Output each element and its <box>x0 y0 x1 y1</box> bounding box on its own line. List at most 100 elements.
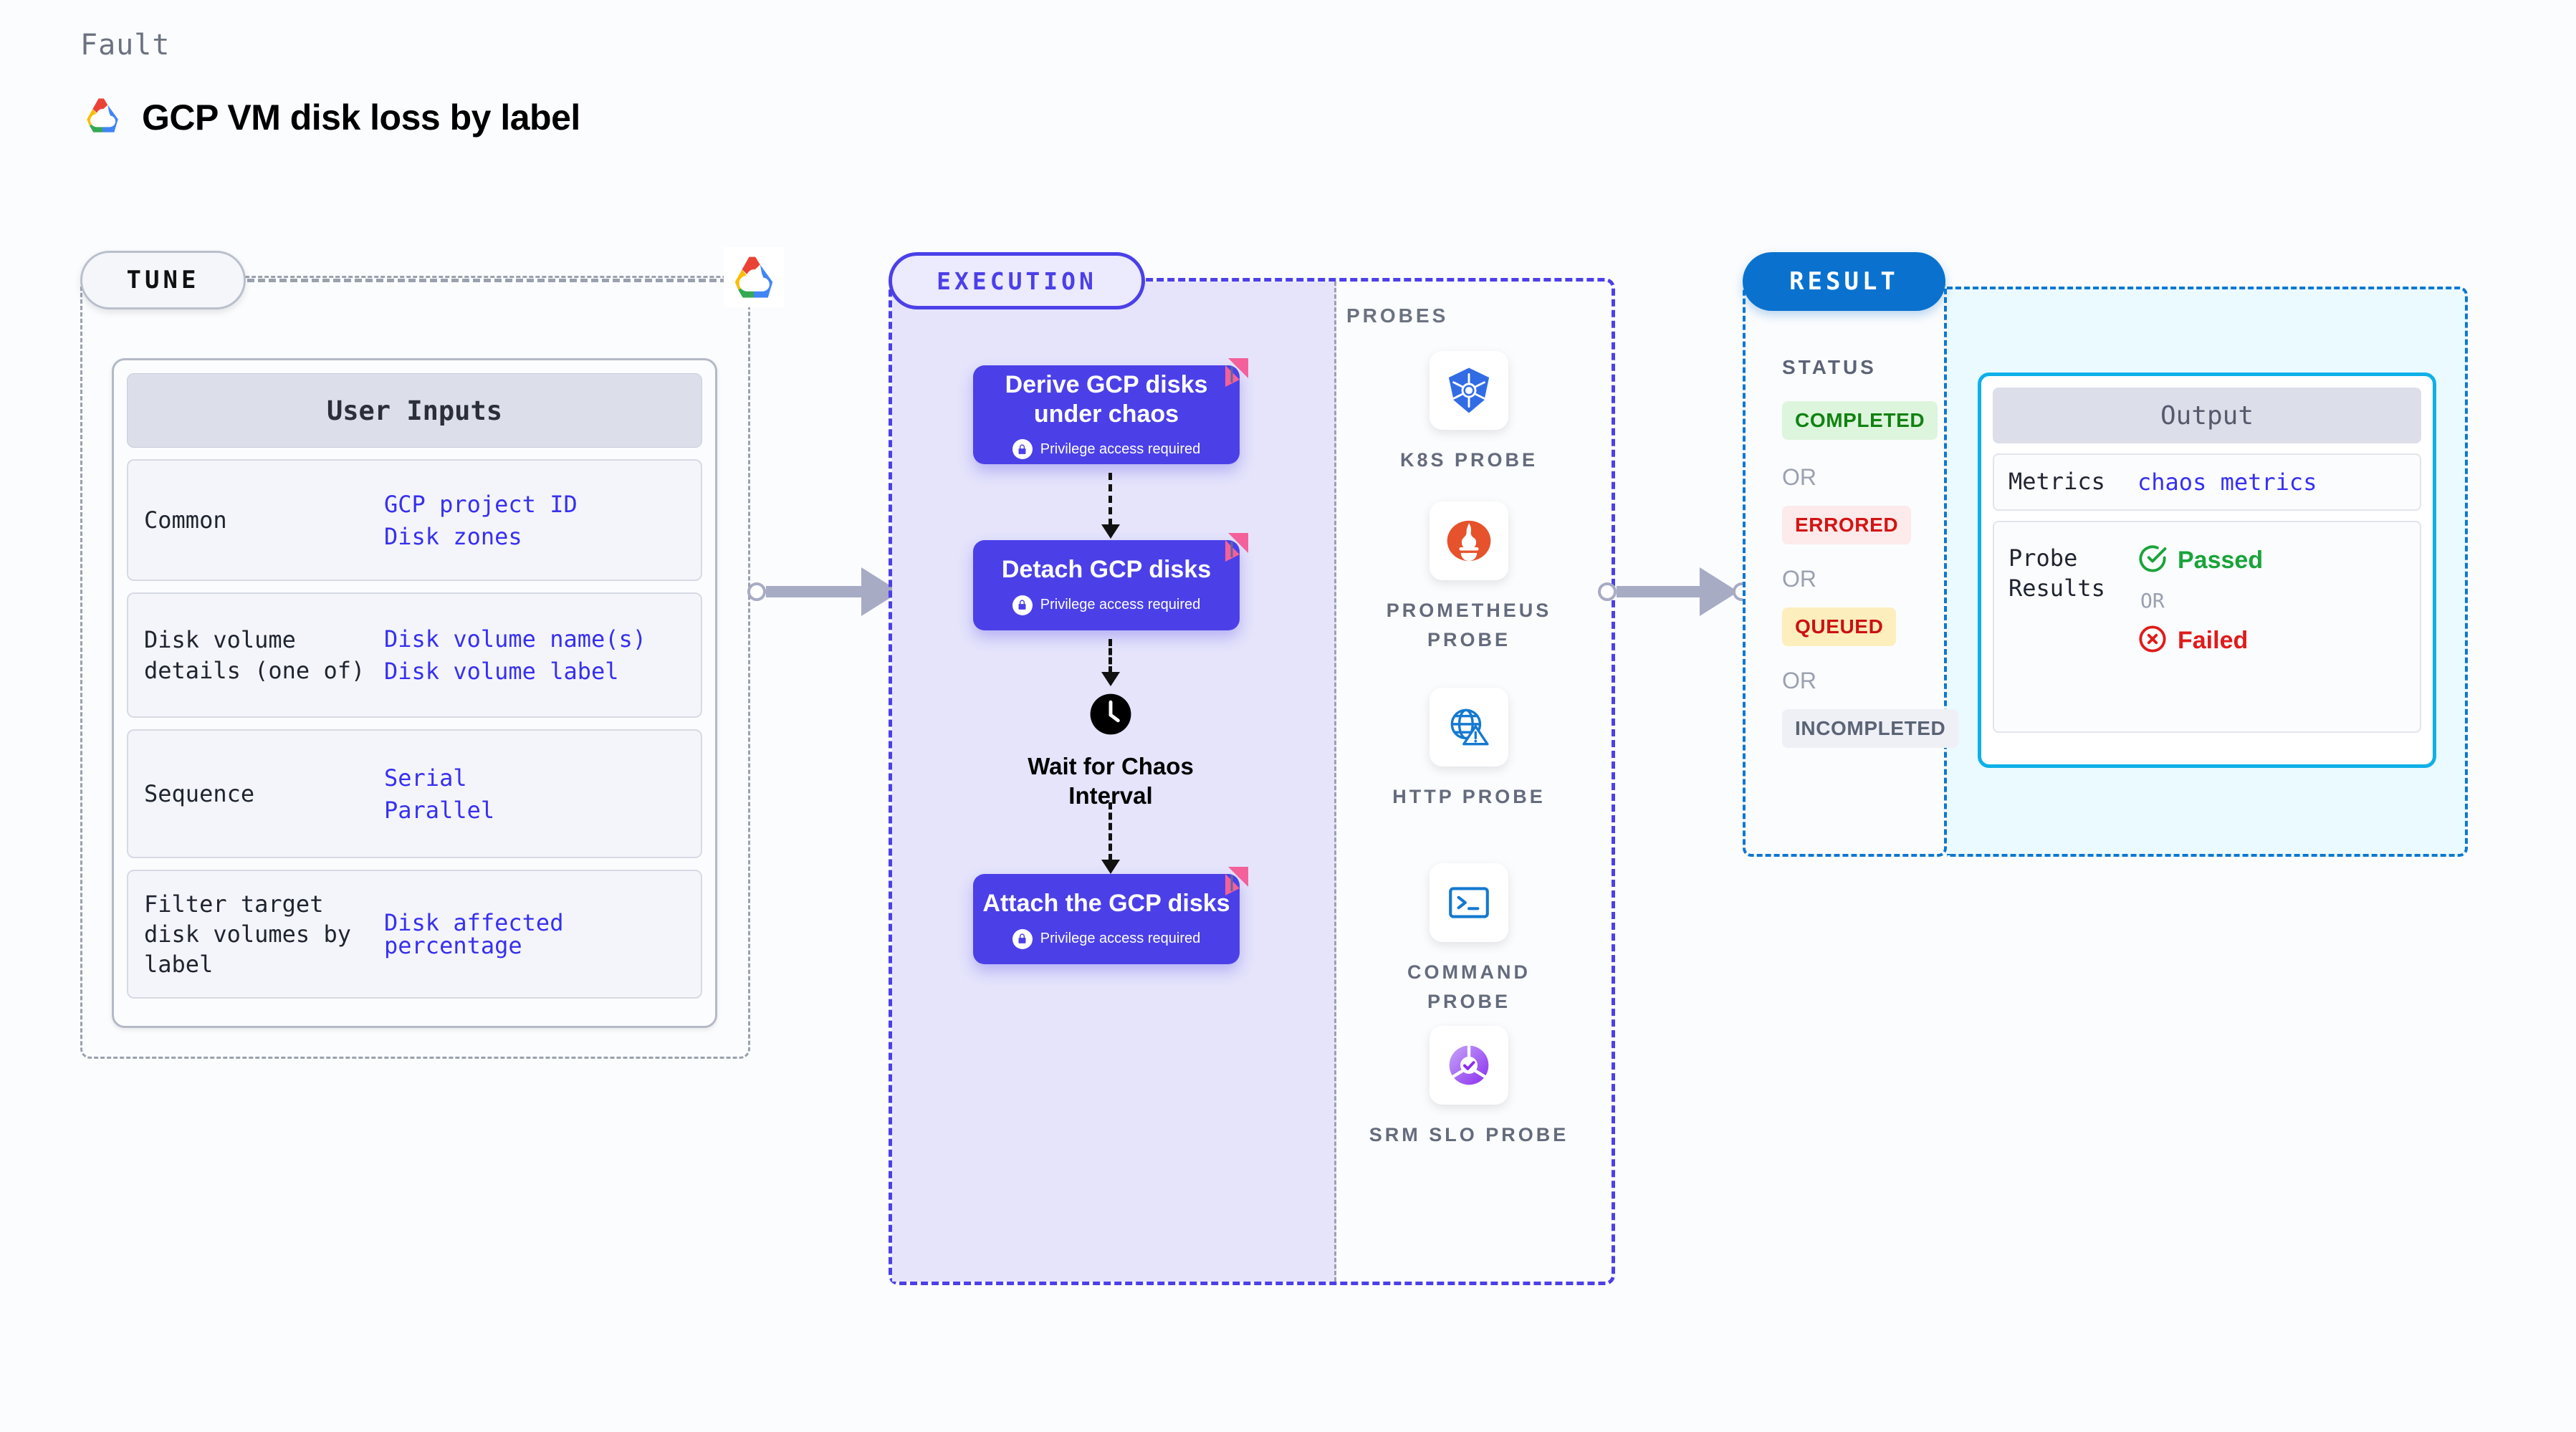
input-key: Common <box>144 506 227 534</box>
output-row-metrics[interactable]: Metrics chaos metrics <box>1993 453 2421 511</box>
output-key: Metrics <box>2008 468 2105 496</box>
flow-node-subtitle-row: Privilege access required <box>1012 439 1201 460</box>
input-key: Sequence <box>144 779 255 807</box>
input-key: Disk volume details (one of) <box>144 626 365 684</box>
flow-node-subtitle: Privilege access required <box>1040 931 1201 947</box>
connector-start-dot <box>1598 582 1617 601</box>
probe-passed-label: Passed <box>2178 547 2264 574</box>
gcp-logo-icon <box>724 247 784 307</box>
result-pill-label[interactable]: RESULT <box>1743 252 1945 311</box>
lock-icon <box>1012 595 1033 615</box>
kubernetes-icon <box>1430 351 1508 430</box>
input-value: Disk volume label <box>384 658 619 685</box>
probe-label: K8S PROBE <box>1399 449 1538 471</box>
lock-icon <box>1012 439 1033 460</box>
output-probe-values: Passed OR Failed <box>2137 544 2263 658</box>
input-values: Disk affected percentage <box>384 902 685 966</box>
user-inputs-card: User Inputs Common GCP project ID Disk z… <box>112 358 717 1028</box>
input-row-filter-target[interactable]: Filter target disk volumes by label Disk… <box>127 870 702 999</box>
probe-label: PROMETHEUS PROBE <box>1386 600 1552 650</box>
connector-bar <box>766 586 863 597</box>
flow-arrow-2 <box>1109 639 1112 673</box>
lock-icon <box>1012 928 1033 949</box>
probe-failed-label: Failed <box>2178 627 2249 654</box>
flow-node-subtitle-row: Privilege access required <box>1012 928 1201 949</box>
flow-node-subtitle: Privilege access required <box>1040 441 1201 457</box>
check-circle-icon <box>2137 544 2168 577</box>
probes-section-label: PROBES <box>1346 304 1449 327</box>
status-heading: STATUS <box>1782 356 1877 378</box>
pink-flag-icon <box>1208 354 1253 398</box>
input-row-disk-volume-details[interactable]: Disk volume details (one of) Disk volume… <box>127 592 702 718</box>
connector-bar <box>1617 586 1701 597</box>
status-badge-incompleted: INCOMPLETED <box>1782 709 1959 748</box>
flow-node-detach-gcp-disks[interactable]: Detach GCP disks Privilege access requir… <box>973 533 1248 630</box>
input-value: Parallel <box>384 796 495 824</box>
input-values: GCP project ID Disk zones <box>384 484 578 557</box>
output-row-probe-results[interactable]: Probe Results Passed OR <box>1993 521 2421 733</box>
flow-node-wait-for-chaos-interval[interactable]: Wait for Chaos Interval <box>889 692 1333 811</box>
status-or-3: OR <box>1782 668 1816 693</box>
connector-execution-to-result <box>1598 567 1751 616</box>
probe-label: SRM SLO PROBE <box>1369 1124 1569 1145</box>
output-key: Probe Results <box>2008 544 2137 603</box>
probe-label: COMMAND PROBE <box>1407 961 1531 1012</box>
probe-result-passed: Passed <box>2137 544 2263 577</box>
status-or-2: OR <box>1782 566 1816 592</box>
output-key-line1: Probe Results <box>2008 544 2105 602</box>
input-row-sequence[interactable]: Sequence Serial Parallel <box>127 729 702 858</box>
probe-srm-slo[interactable]: SRM SLO PROBE <box>1369 1026 1569 1150</box>
input-values: Disk volume name(s) Disk volume label <box>384 618 646 692</box>
input-values: Serial Parallel <box>384 757 494 831</box>
connector-arrowhead <box>1700 567 1738 616</box>
input-value: Serial <box>384 764 467 792</box>
pink-flag-icon <box>1208 529 1253 573</box>
page-kicker: Fault <box>80 29 171 62</box>
flow-node-title: Derive GCP disks under chaos <box>1005 370 1208 428</box>
prometheus-icon <box>1430 501 1508 580</box>
flow-node-derive-gcp-disks[interactable]: Derive GCP disks under chaos Privilege a… <box>973 358 1248 464</box>
probe-label: HTTP PROBE <box>1392 786 1546 807</box>
status-or-1: OR <box>1782 464 1816 490</box>
output-card: Output Metrics chaos metrics Probe Resul… <box>1978 373 2436 768</box>
probe-command[interactable]: COMMAND PROBE <box>1369 863 1569 1016</box>
input-value: Disk affected percentage <box>384 909 564 959</box>
flow-node-title: Detach GCP disks <box>1001 556 1212 584</box>
result-status-region <box>1743 281 1947 857</box>
input-key: Filter target disk volumes by label <box>144 890 351 979</box>
output-value: chaos metrics <box>2137 468 2317 496</box>
input-value: Disk volume name(s) <box>384 625 647 653</box>
tune-connector-line <box>247 279 727 282</box>
flow-arrow-3 <box>1109 802 1112 861</box>
tune-pill-label[interactable]: TUNE <box>80 251 246 309</box>
probe-result-failed: Failed <box>2137 624 2263 658</box>
flow-arrowhead-1 <box>1101 524 1120 539</box>
clock-icon <box>1088 692 1133 740</box>
page-title: GCP VM disk loss by label <box>142 97 580 138</box>
flow-arrowhead-2 <box>1101 672 1120 686</box>
wait-label-line1: Wait for Chaos <box>1028 753 1194 779</box>
input-value: GCP project ID <box>384 490 578 518</box>
execution-pill-label[interactable]: EXECUTION <box>889 252 1145 309</box>
probe-k8s[interactable]: K8S PROBE <box>1369 351 1569 475</box>
page-title-row: GCP VM disk loss by label <box>82 95 580 140</box>
flow-node-title: Attach the GCP disks <box>982 890 1230 918</box>
flow-node-attach-gcp-disks[interactable]: Attach the GCP disks Privilege access re… <box>973 867 1248 964</box>
input-value: Disk zones <box>384 522 522 550</box>
http-globe-alert-icon <box>1430 688 1508 767</box>
user-inputs-title: User Inputs <box>127 373 702 448</box>
status-badge-queued: QUEUED <box>1782 607 1897 646</box>
output-title: Output <box>1993 388 2421 443</box>
status-badge-completed: COMPLETED <box>1782 401 1938 440</box>
probe-prometheus[interactable]: PROMETHEUS PROBE <box>1369 501 1569 654</box>
probe-http[interactable]: HTTP PROBE <box>1369 688 1569 812</box>
input-row-common[interactable]: Common GCP project ID Disk zones <box>127 459 702 581</box>
flow-arrow-1 <box>1109 473 1112 526</box>
flow-arrowhead-3 <box>1101 860 1120 874</box>
flow-node-subtitle: Privilege access required <box>1040 597 1201 613</box>
probe-result-or: OR <box>2140 589 2165 612</box>
flow-node-subtitle-row: Privilege access required <box>1012 595 1200 615</box>
x-circle-icon <box>2137 624 2168 658</box>
srm-slo-icon <box>1430 1026 1508 1105</box>
